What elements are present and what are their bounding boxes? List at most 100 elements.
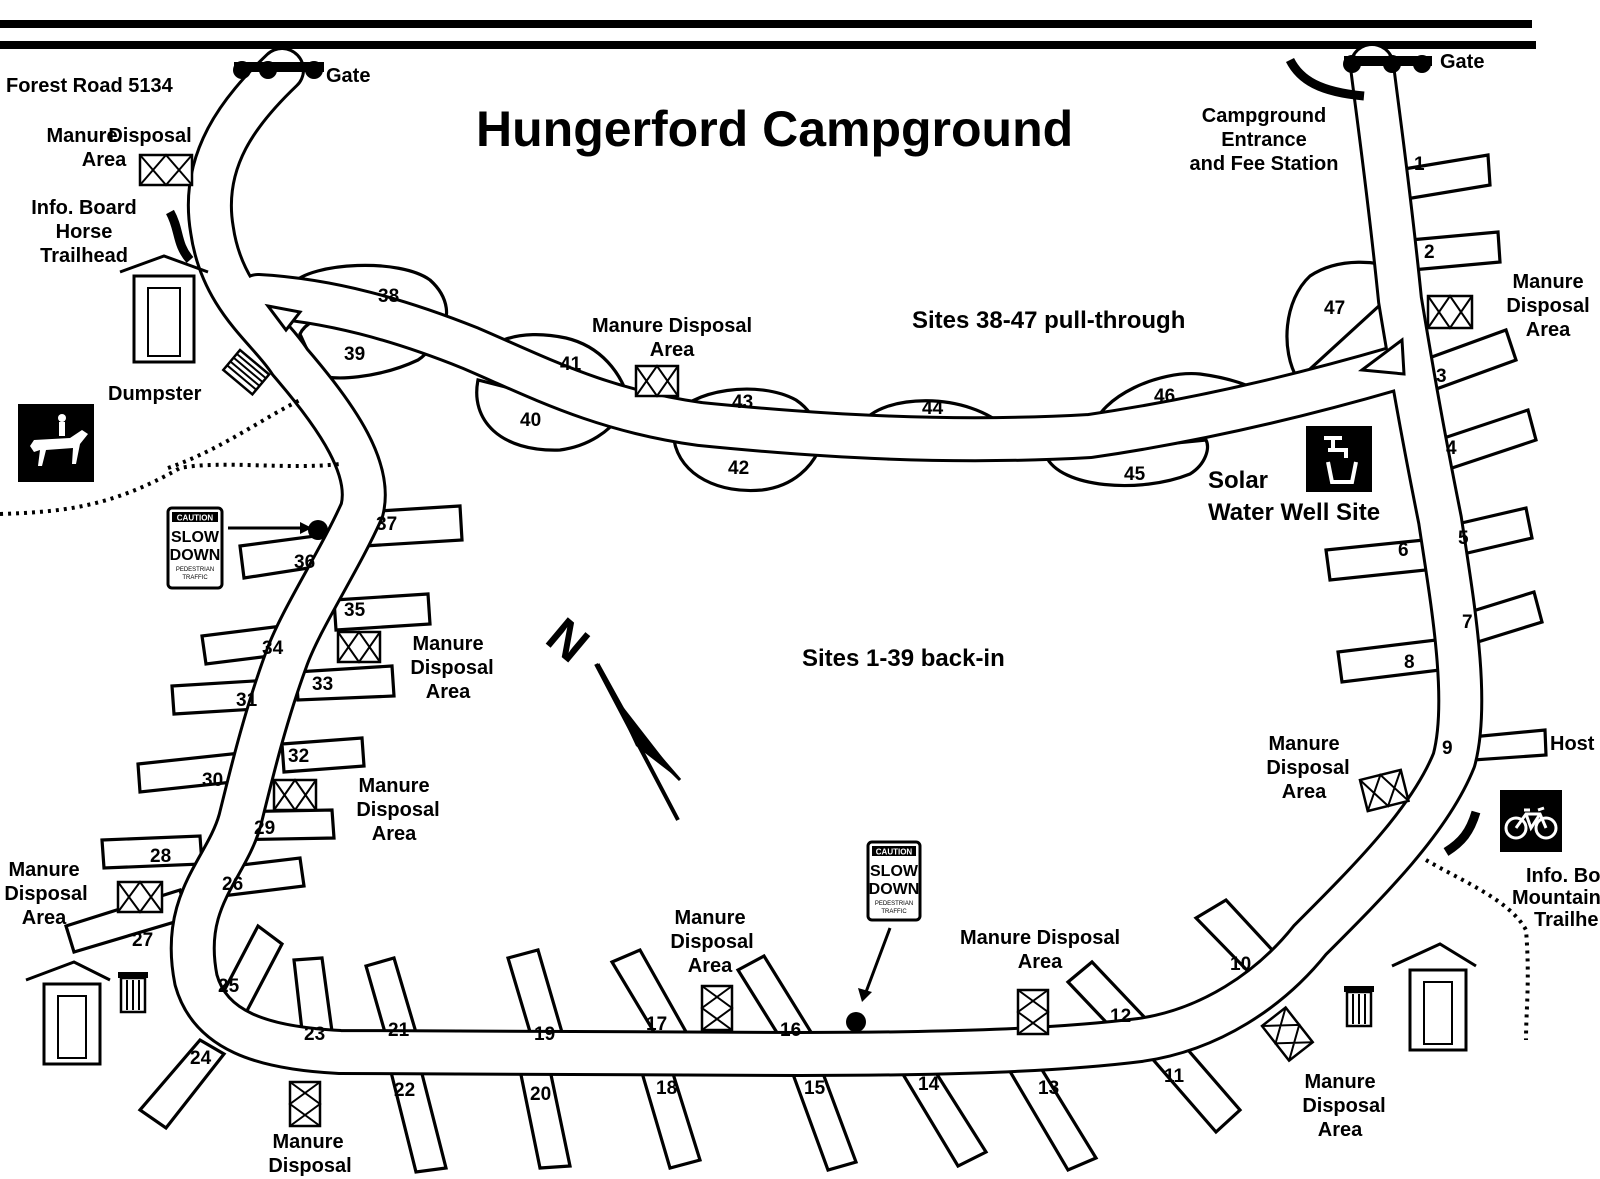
manure-label: Manure (674, 907, 745, 929)
manure-label: Area (1282, 781, 1327, 803)
site-number: 30 (202, 770, 223, 791)
entrance-label-1: Campground (1202, 105, 1326, 127)
campground-roads (169, 43, 1484, 1077)
north-label: N (536, 607, 600, 673)
trash-can-icon (1344, 986, 1374, 1028)
manure-label: Area (372, 823, 417, 845)
site-number: 16 (780, 1020, 801, 1041)
site-number: 34 (262, 638, 284, 659)
site-number: 44 (922, 398, 944, 419)
toilet-icon (1391, 942, 1477, 1052)
site-number: 12 (1110, 1006, 1131, 1027)
site-33-pad[interactable] (294, 664, 396, 702)
pull-through-label: Sites 38-47 pull-through (912, 307, 1185, 334)
dumpster-label: Dumpster (108, 383, 202, 405)
site-number: 43 (732, 392, 753, 413)
manure-icon (138, 153, 194, 187)
site-number: 6 (1398, 540, 1409, 561)
site-number: 24 (190, 1048, 212, 1069)
entrance-label-3: and Fee Station (1190, 153, 1339, 175)
site-45-pad[interactable] (1043, 438, 1210, 488)
forest-road (0, 20, 1536, 49)
site-number: 42 (728, 458, 749, 479)
info-board-bike-label-2: Mountain (1512, 887, 1600, 909)
site-number: 5 (1458, 528, 1469, 549)
gate-left (233, 61, 324, 79)
manure-label: Area (22, 907, 67, 929)
manure-icon (336, 630, 382, 664)
manure-label: Disposal (670, 931, 753, 953)
sign-down-text: DOWN (170, 547, 221, 564)
site-number: 45 (1124, 464, 1146, 485)
sign-caution-text: CAUTION (177, 514, 214, 523)
sign-traffic-text: TRAFFIC (182, 575, 208, 581)
sign-traffic-text: TRAFFIC (881, 909, 907, 915)
sign-slow-text: SLOW (870, 863, 919, 880)
toilet-icon (119, 254, 209, 364)
manure-label: Area (650, 339, 695, 361)
entrance-label-2: Entrance (1221, 129, 1307, 151)
manure-label: Area (82, 149, 127, 171)
back-in-label: Sites 1-39 back-in (802, 645, 1005, 672)
manure-label: Disposal (108, 125, 191, 147)
horse-rider-icon (18, 404, 94, 482)
arrow-head-icon (300, 522, 312, 534)
site-numbers: 1 2 3 4 5 6 7 8 9 10 11 12 13 14 15 16 1… (132, 154, 1473, 1105)
site-1-pad[interactable] (1396, 153, 1492, 202)
manure-icon (1358, 768, 1411, 813)
manure-labels: Manure Disposal Area Manure Disposal Are… (4, 125, 1589, 1177)
water-faucet-icon (1306, 426, 1372, 492)
site-6-pad[interactable] (1324, 538, 1428, 582)
manure-disposal-icons (116, 153, 1474, 1128)
trash-can-icon (118, 972, 148, 1014)
site-number: 28 (150, 846, 171, 867)
manure-label: Manure Disposal (960, 927, 1120, 949)
manure-icon (634, 364, 680, 398)
site-number: 36 (294, 552, 315, 573)
info-board-horse-label-3: Trailhead (40, 245, 128, 267)
info-board-bike-label-3: Trailhe (1534, 909, 1598, 931)
traffic-island-left (264, 303, 303, 333)
manure-label: Area (688, 955, 733, 977)
manure-label: Manure (412, 633, 483, 655)
site-number: 41 (560, 354, 582, 375)
site-number: 35 (344, 600, 366, 621)
site-number: 7 (1462, 612, 1473, 633)
site-24-pad[interactable] (137, 1037, 227, 1131)
site-8-pad[interactable] (1336, 638, 1442, 684)
manure-label: Area (1018, 951, 1063, 973)
manure-label: Manure (8, 859, 79, 881)
toilet-icon (25, 960, 111, 1066)
manure-label: Manure (358, 775, 429, 797)
manure-label: Manure (1512, 271, 1583, 293)
sign-location-dot (308, 520, 328, 540)
site-number: 19 (534, 1024, 555, 1045)
site-number: 29 (254, 818, 275, 839)
manure-icon (700, 984, 734, 1032)
horse-trail-branch (167, 398, 301, 470)
info-board-horse-label-2: Horse (56, 221, 113, 243)
site-number: 15 (804, 1078, 826, 1099)
site-number: 18 (656, 1078, 677, 1099)
site-13-pad[interactable] (1005, 1058, 1099, 1173)
site-number: 21 (388, 1020, 410, 1041)
manure-label: Manure (1304, 1071, 1375, 1093)
site-number: 11 (1164, 1066, 1185, 1087)
site-number: 9 (1442, 738, 1453, 759)
site-number: 26 (222, 874, 243, 895)
site-35-pad[interactable] (332, 592, 432, 632)
info-board-bike-label-1: Info. Bo (1526, 865, 1600, 887)
manure-label: Disposal (1302, 1095, 1385, 1117)
site-number: 17 (646, 1014, 667, 1035)
manure-icon (272, 778, 318, 812)
site-number: 8 (1404, 652, 1415, 673)
entrance-pullout (1285, 57, 1365, 101)
site-number: 27 (132, 930, 153, 951)
site-number: 3 (1436, 366, 1447, 387)
site-number: 31 (236, 690, 258, 711)
site-number: 10 (1230, 954, 1251, 975)
site-number: 47 (1324, 298, 1345, 319)
site-32-pad[interactable] (280, 736, 366, 774)
site-number: 39 (344, 344, 365, 365)
